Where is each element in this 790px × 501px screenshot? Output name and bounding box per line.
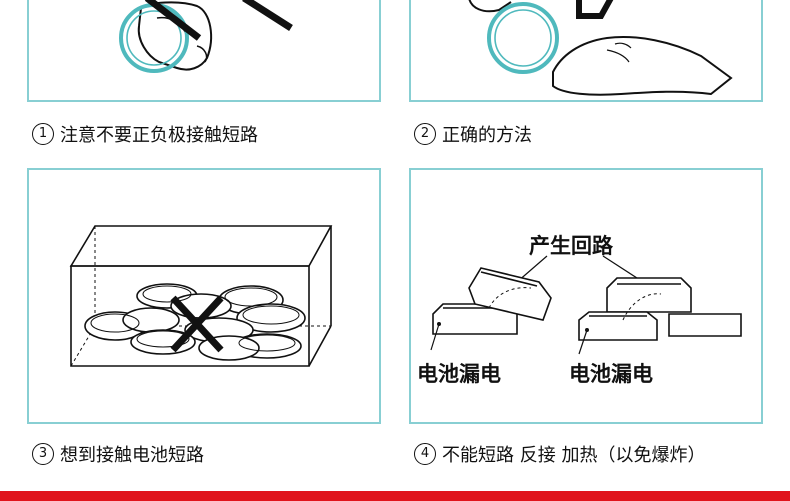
caption-text-2: 正确的方法: [442, 125, 532, 146]
panel-wrong-contact: [27, 0, 381, 102]
finger-holding-battery-illustration: [119, 0, 293, 73]
caption-number-3: 3: [32, 443, 54, 465]
bottom-red-bar: [0, 491, 790, 501]
label-battery-leak-right: 电池漏电: [569, 362, 653, 386]
caption-number-1: 1: [32, 123, 54, 145]
battery-short-circuit-diagram: [430, 255, 742, 355]
panel-short-circuit-warning: 产生回路 电池漏电 电池漏电: [409, 168, 763, 424]
label-circuit-formed: 产生回路: [529, 234, 613, 258]
caption-4: 4 不能短路 反接 加热（以免爆炸）: [414, 441, 705, 467]
batteries-in-box-illustration: [69, 225, 333, 367]
caption-text-4: 不能短路 反接 加热（以免爆炸）: [442, 445, 706, 466]
panel-correct-method: [409, 0, 763, 102]
caption-text-1: 注意不要正负极接触短路: [60, 125, 258, 146]
cross-mark: [170, 295, 224, 353]
cross-mark: [144, 0, 202, 41]
caption-number-4: 4: [414, 443, 436, 465]
caption-3: 3 想到接触电池短路: [32, 441, 204, 467]
caption-1: 1 注意不要正负极接触短路: [32, 121, 258, 147]
caption-2: 2 正确的方法: [414, 121, 532, 147]
caption-text-3: 想到接触电池短路: [60, 445, 204, 466]
caption-number-2: 2: [414, 123, 436, 145]
correct-holding-illustration: [468, 0, 733, 96]
panel-loose-batteries: [27, 168, 381, 424]
label-battery-leak-left: 电池漏电: [417, 362, 501, 386]
